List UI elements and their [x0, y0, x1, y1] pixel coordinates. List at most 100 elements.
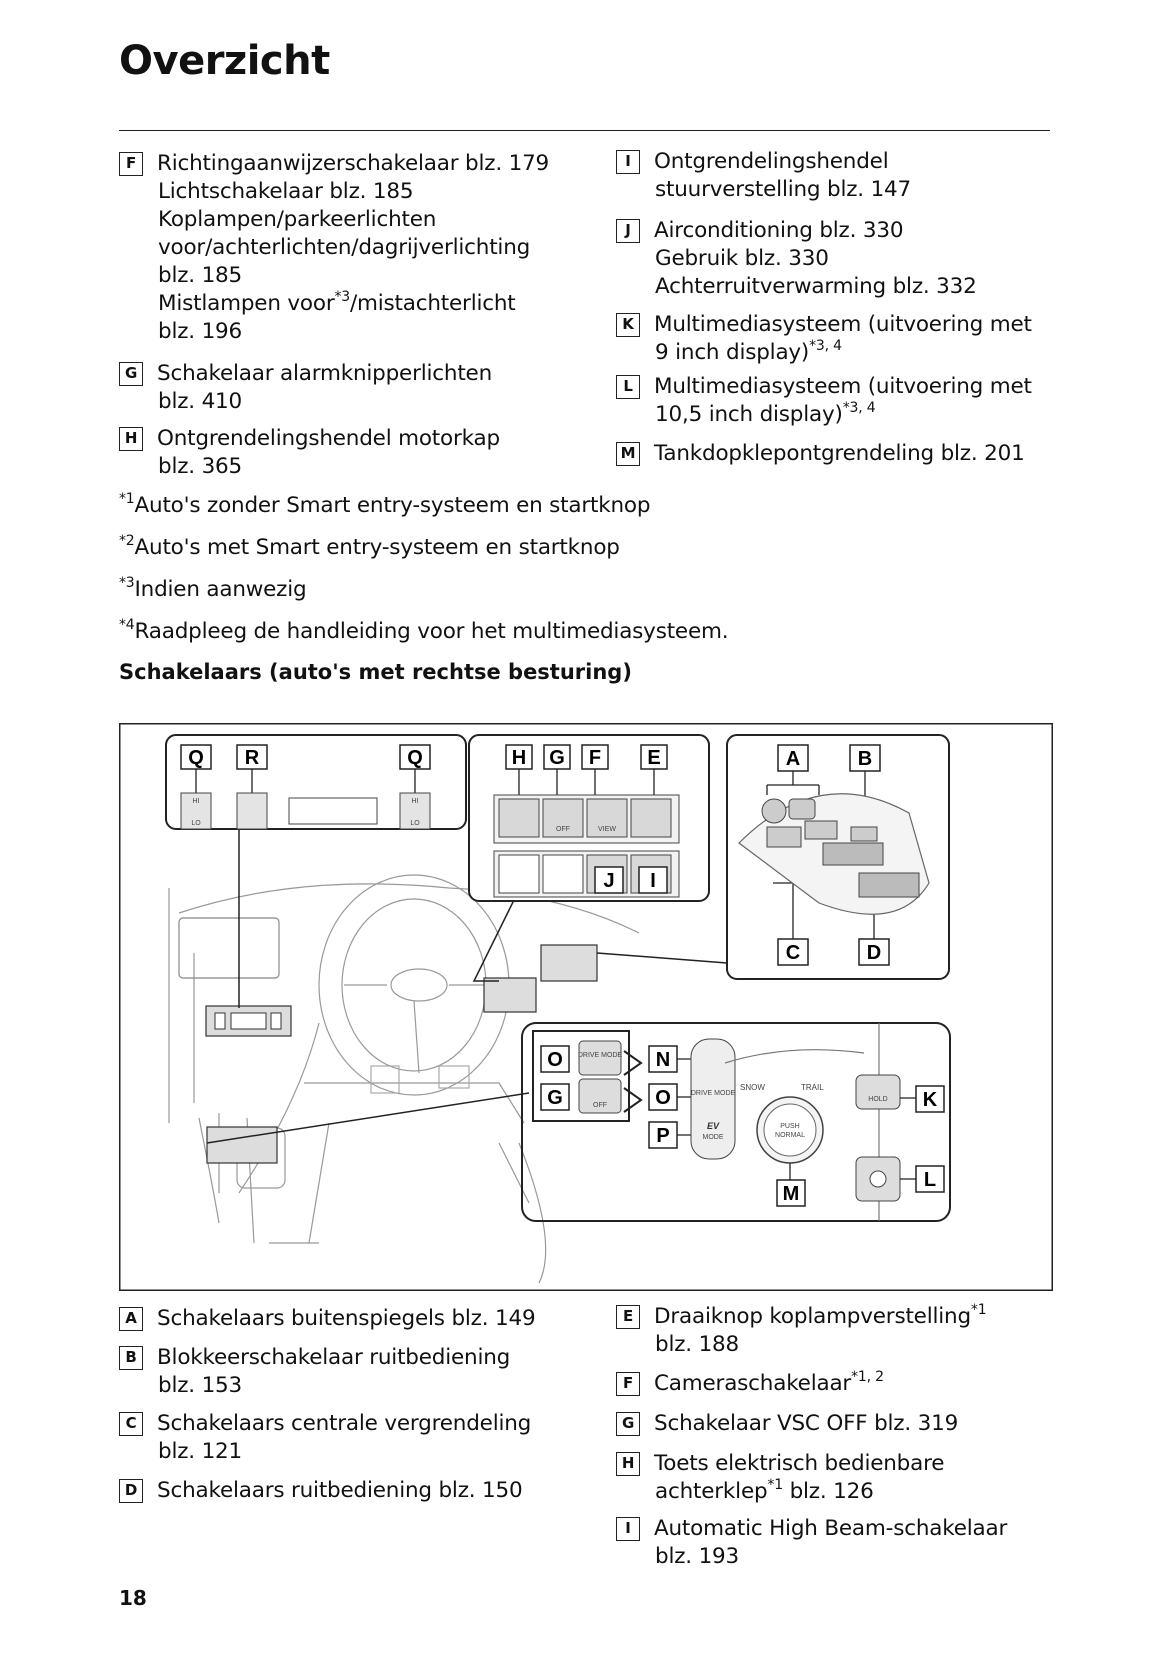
svg-text:B: B: [858, 748, 872, 770]
switches-diagram: Q R Q HI LO HI LO H G F E OFF VIEW J I A…: [119, 723, 1053, 1291]
vsc-off-button: [542, 798, 584, 838]
svg-text:SNOW: SNOW: [740, 1083, 765, 1092]
svg-text:H: H: [512, 747, 526, 769]
label-O-left: O: [540, 1045, 570, 1073]
brake-hold-button: [855, 1074, 901, 1110]
svg-text:HOLD: HOLD: [868, 1096, 887, 1103]
svg-text:LO: LO: [410, 820, 420, 827]
title-rule: [119, 130, 1050, 131]
svg-text:NORMAL: NORMAL: [775, 1132, 805, 1139]
label-E: E: [640, 744, 668, 770]
svg-text:Q: Q: [407, 747, 423, 769]
key-badge: H: [119, 427, 143, 451]
seat-heater-right-button: [399, 792, 431, 830]
section-subheading: Schakelaars (auto's met rechtse besturin…: [119, 660, 632, 684]
key-badge: I: [616, 150, 640, 174]
page-number: 18: [119, 1586, 147, 1610]
label-I: I: [638, 866, 668, 894]
svg-text:F: F: [589, 747, 601, 769]
label-F: F: [581, 744, 609, 770]
drive-mode-selector: [690, 1038, 736, 1160]
svg-text:R: R: [245, 747, 260, 769]
camera-button: [586, 798, 628, 838]
key-badge: I: [616, 1517, 640, 1541]
svg-text:DRIVE MODE: DRIVE MODE: [691, 1090, 736, 1097]
svg-text:P: P: [656, 1125, 669, 1147]
svg-text:DRIVE MODE: DRIVE MODE: [578, 1052, 623, 1059]
label-M: M: [776, 1179, 806, 1207]
label-A: A: [777, 744, 809, 772]
label-Q-left: Q: [180, 744, 212, 770]
svg-text:M: M: [783, 1183, 800, 1205]
svg-text:LO: LO: [191, 820, 201, 827]
svg-text:EV: EV: [707, 1121, 720, 1131]
svg-text:E: E: [647, 747, 660, 769]
back-door-button: [498, 798, 540, 838]
svg-text:MODE: MODE: [703, 1134, 724, 1141]
svg-text:C: C: [786, 942, 800, 964]
label-D: D: [858, 938, 890, 966]
svg-text:Q: Q: [188, 747, 204, 769]
svg-text:G: G: [547, 1087, 563, 1109]
label-C: C: [777, 938, 809, 966]
key-badge: J: [616, 219, 640, 243]
label-L: L: [915, 1165, 945, 1193]
key-badge: F: [119, 152, 143, 176]
window-switch-1: [822, 842, 884, 866]
key-badge: A: [119, 1307, 143, 1331]
label-H: H: [505, 744, 533, 770]
svg-text:PUSH: PUSH: [780, 1123, 799, 1130]
label-B: B: [849, 744, 881, 772]
key-badge: D: [119, 1479, 143, 1503]
footnote-4: *4Raadpleeg de handleiding voor het mult…: [119, 617, 729, 644]
svg-text:I: I: [650, 870, 656, 892]
svg-text:VIEW: VIEW: [598, 826, 616, 833]
svg-text:HI: HI: [193, 798, 200, 805]
label-O-right: O: [648, 1083, 678, 1111]
svg-text:OFF: OFF: [593, 1102, 607, 1109]
label-G-small: G: [540, 1083, 570, 1111]
key-badge: H: [616, 1452, 640, 1476]
label-J: J: [594, 866, 624, 894]
key-badge: G: [616, 1412, 640, 1436]
svg-text:K: K: [923, 1089, 938, 1111]
key-badge: G: [119, 362, 143, 386]
key-badge: M: [616, 442, 640, 466]
svg-text:N: N: [656, 1049, 670, 1071]
headlight-leveling-dial: [630, 798, 672, 838]
drive-mode-button-small: [578, 1040, 622, 1076]
svg-text:HI: HI: [412, 798, 419, 805]
key-badge: L: [616, 375, 640, 399]
svg-text:D: D: [867, 942, 881, 964]
svg-text:G: G: [549, 747, 565, 769]
label-K: K: [915, 1085, 945, 1113]
svg-text:TRAIL: TRAIL: [801, 1083, 824, 1092]
key-badge: E: [616, 1305, 640, 1329]
label-P: P: [648, 1121, 678, 1149]
svg-text:O: O: [655, 1087, 671, 1109]
page-title: Overzicht: [119, 38, 330, 84]
label-R: R: [236, 744, 268, 770]
key-badge: C: [119, 1412, 143, 1436]
label-Q-right: Q: [399, 744, 431, 770]
key-badge: B: [119, 1346, 143, 1370]
label-G: G: [543, 744, 571, 770]
steering-heater-button: [236, 792, 268, 830]
